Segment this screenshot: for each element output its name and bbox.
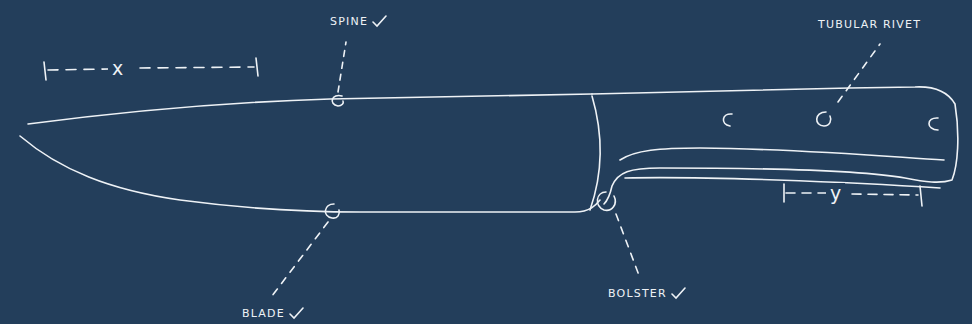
leader-line [272, 222, 328, 296]
check-mark [288, 306, 304, 320]
dimension-label: x [108, 58, 127, 78]
handle-scale-line [625, 178, 940, 188]
callout-circle [597, 192, 615, 210]
dimension-line [44, 58, 258, 80]
leader-line [616, 214, 640, 278]
rivet [817, 112, 831, 126]
leader-line [338, 42, 346, 92]
part-label-group: BLADE [242, 306, 304, 320]
dimension-label: y [826, 183, 845, 203]
check-mark [371, 14, 387, 28]
rivet [929, 118, 938, 130]
part-label: BLADE [242, 307, 285, 320]
part-label: TUBULAR RIVET [818, 18, 921, 31]
check-stroke [290, 308, 303, 318]
dimension-line [784, 184, 922, 206]
blade-spine [28, 94, 592, 124]
check-mark [670, 286, 686, 300]
bolster-line [590, 96, 600, 210]
callout-circle [332, 95, 343, 106]
blade-edge [20, 136, 600, 212]
part-label: SPINE [330, 15, 368, 28]
dimension-label-group: x [108, 58, 127, 78]
check-stroke [672, 288, 685, 298]
dimension-label-group: y [826, 183, 845, 203]
part-label-group: TUBULAR RIVET [818, 18, 921, 31]
rivet [723, 114, 732, 126]
handle-outline [592, 87, 958, 204]
part-label-group: SPINE [330, 14, 387, 28]
leader-line [838, 44, 880, 102]
part-label: BOLSTER [608, 287, 667, 300]
dimension-line [48, 67, 254, 70]
callout-circle [325, 204, 339, 218]
check-stroke [373, 16, 386, 26]
handle-scale-line [620, 148, 944, 160]
part-label-group: BOLSTER [608, 286, 686, 300]
dimension-line [786, 193, 918, 195]
